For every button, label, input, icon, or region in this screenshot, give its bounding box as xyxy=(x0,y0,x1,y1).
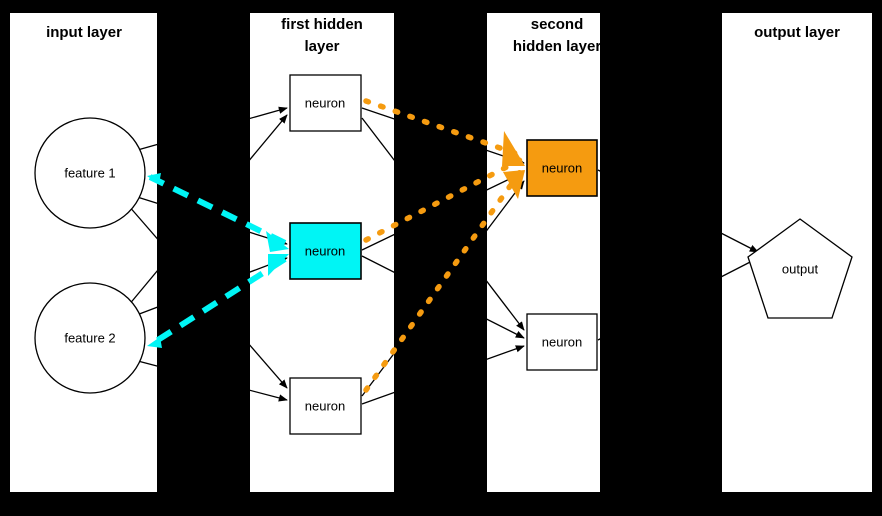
node-h1-bottom[interactable]: neuron xyxy=(289,377,362,435)
title-second-hidden-layer-line1: second xyxy=(531,16,584,33)
title-second-hidden-layer-line2: hidden layer xyxy=(513,38,602,55)
edge-h1bottom-h2bottom xyxy=(361,345,525,405)
edge-h1bottom-h2top xyxy=(361,180,525,397)
h2-top-label: neuron xyxy=(542,160,582,175)
edge-h2top-output xyxy=(597,169,759,253)
edges-second-hidden-to-output xyxy=(597,169,759,341)
h1-mid-box[interactable] xyxy=(289,222,362,280)
edge-h1mid-h2top xyxy=(361,171,525,251)
node-feature-1[interactable]: feature 1 xyxy=(34,117,146,229)
edge-h1top-h2bottom xyxy=(361,117,525,331)
h2-bottom-box[interactable] xyxy=(526,313,598,371)
edge-feature1-h1mid xyxy=(133,195,288,246)
edge-feature1-h1bottom xyxy=(127,204,288,389)
h1-bottom-box[interactable] xyxy=(289,377,362,435)
feature-2-label: feature 2 xyxy=(64,330,115,345)
orange-edge-h1top-h2top xyxy=(363,98,523,158)
node-h2-bottom[interactable]: neuron xyxy=(526,313,598,371)
cyan-arrowhead-h1mid-lower xyxy=(268,254,289,276)
node-output[interactable]: output xyxy=(747,218,853,319)
feature-1-circle[interactable] xyxy=(34,117,146,229)
cyan-arrowhead-h1mid-upper xyxy=(266,231,289,252)
highlight-edges-orange xyxy=(363,98,525,393)
edge-feature2-h1bottom xyxy=(133,359,288,402)
title-output-layer: output layer xyxy=(754,24,840,41)
orange-edge-h1bottom-h2top xyxy=(363,169,523,393)
node-h2-top[interactable]: neuron xyxy=(526,139,598,197)
edges-input-to-first-hidden xyxy=(127,106,288,402)
h1-top-label: neuron xyxy=(305,95,345,110)
orange-edge-h1mid-h2top xyxy=(363,157,523,243)
edge-feature2-h1mid xyxy=(133,257,288,317)
highlight-edges-cyan xyxy=(147,173,289,348)
edges-first-to-second-hidden xyxy=(361,107,525,405)
panel-input-layer xyxy=(10,13,157,492)
feature-2-circle[interactable] xyxy=(34,282,146,394)
node-h1-top[interactable]: neuron xyxy=(289,74,362,132)
orange-arrowhead-lower xyxy=(503,170,525,199)
edge-h1top-h2top xyxy=(361,107,525,164)
title-input-layer: input layer xyxy=(46,24,122,41)
orange-arrowhead-upper xyxy=(502,131,525,166)
cyan-arrowhead-feature2 xyxy=(147,337,162,348)
edge-h2bottom-output xyxy=(597,257,759,341)
cyan-arrowhead-feature1 xyxy=(147,173,161,184)
edge-h1mid-h2bottom xyxy=(361,255,525,339)
h1-mid-label: neuron xyxy=(305,243,345,258)
edge-feature2-h1top xyxy=(127,114,288,307)
h2-bottom-label: neuron xyxy=(542,334,582,349)
output-label: output xyxy=(782,261,819,276)
panel-second-hidden-layer xyxy=(487,13,600,492)
layer-panels xyxy=(10,13,872,492)
layer-titles: input layer first hidden layer second hi… xyxy=(46,16,840,55)
edge-feature1-h1top xyxy=(133,106,288,152)
h2-top-box[interactable] xyxy=(526,139,598,197)
h1-bottom-label: neuron xyxy=(305,398,345,413)
title-first-hidden-layer-line2: layer xyxy=(304,38,339,55)
node-feature-2[interactable]: feature 2 xyxy=(34,282,146,394)
node-h1-mid[interactable]: neuron xyxy=(289,222,362,280)
feature-1-label: feature 1 xyxy=(64,165,115,180)
title-first-hidden-layer-line1: first hidden xyxy=(281,16,363,33)
h1-top-box[interactable] xyxy=(289,74,362,132)
output-pentagon[interactable] xyxy=(747,218,853,319)
